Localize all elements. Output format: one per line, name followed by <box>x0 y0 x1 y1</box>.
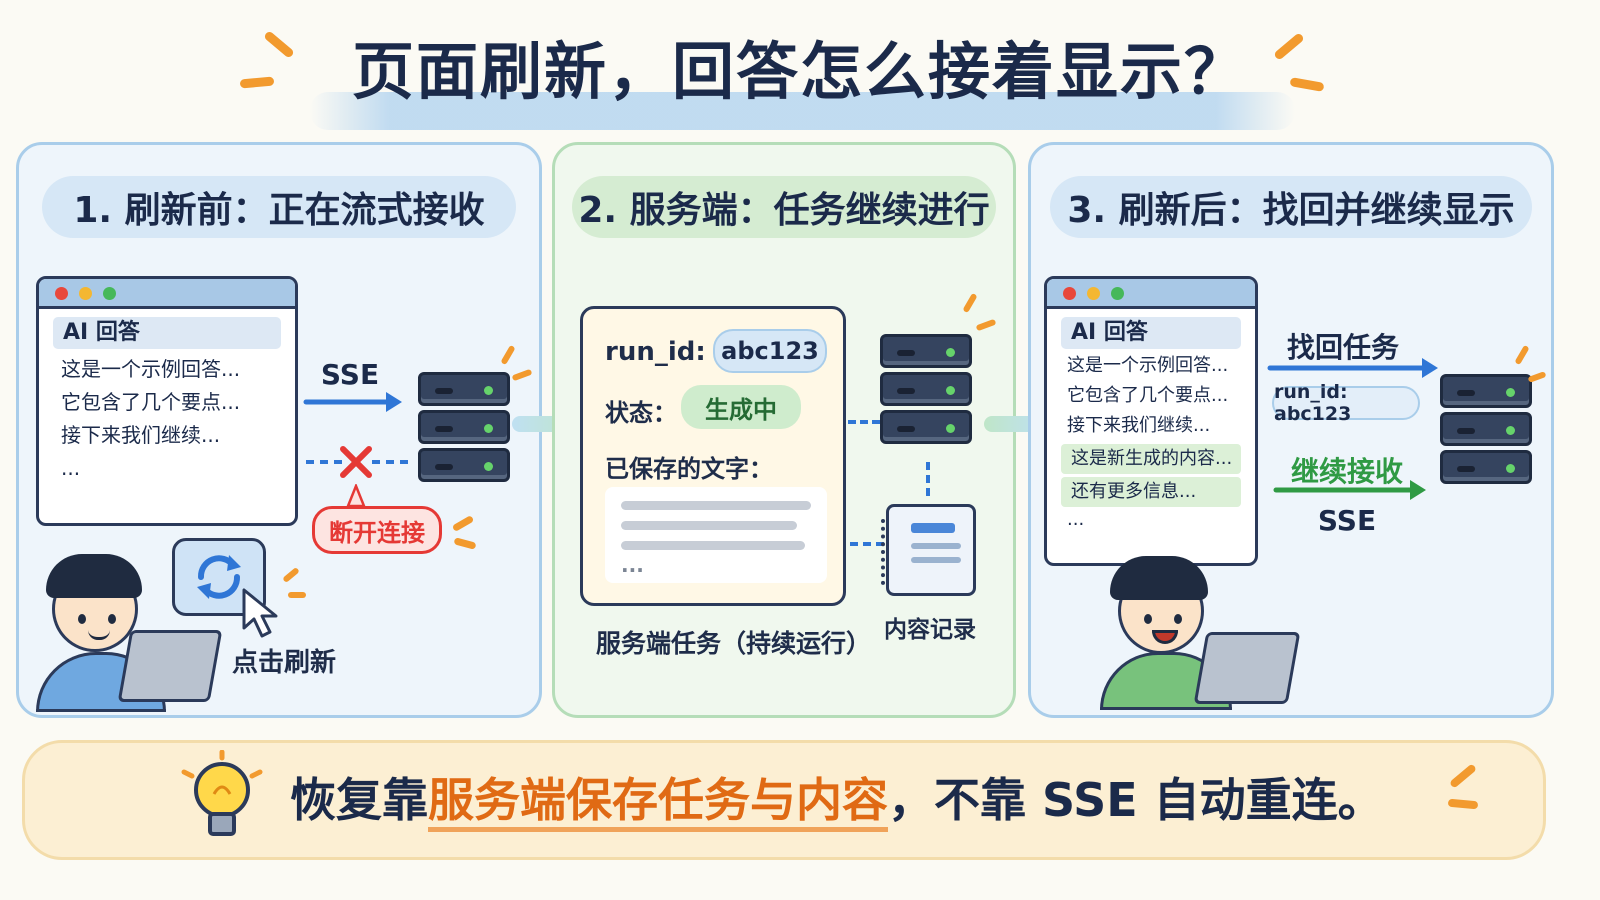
answer-ellipsis: ... <box>61 456 81 480</box>
user-avatar <box>1096 540 1306 710</box>
saved-text-box: ... <box>605 487 827 583</box>
dashed-link <box>848 420 880 424</box>
task-card: run_id: abc123 状态： 生成中 已保存的文字： ... <box>580 306 846 606</box>
recover-task-label: 找回任务 <box>1286 331 1399 364</box>
user-avatar <box>32 534 223 712</box>
continue-receive-label: 继续接收 <box>1290 455 1403 488</box>
sse-label: SSE <box>320 358 380 391</box>
conclusion-text: 恢复靠服务端保存任务与内容，不靠 SSE 自动重连。 <box>290 760 1440 840</box>
answer-ellipsis: ... <box>1067 509 1085 530</box>
run-id-value: abc123 <box>713 329 827 373</box>
sse-arrow-icon <box>303 392 402 412</box>
browser-window-after: AI 回答 这是一个示例回答... 它包含了几个要点... 接下来我们继续...… <box>1044 276 1258 566</box>
run-id-label: run_id: <box>605 337 706 367</box>
new-answer-line: 这是新生成的内容... <box>1061 444 1241 474</box>
answer-line: 接下来我们继续... <box>1067 415 1211 436</box>
status-badge: 生成中 <box>681 385 801 429</box>
maximize-dot-icon <box>103 287 116 300</box>
panel-1-heading: 1. 刷新前：正在流式接收 <box>42 176 516 238</box>
click-refresh-label: 点击刷新 <box>232 648 337 678</box>
conclusion-prefix: 恢复靠 <box>290 773 428 827</box>
conclusion-highlight: 服务端保存任务与内容 <box>428 773 888 832</box>
server-stack-icon <box>1440 374 1532 488</box>
laptop-icon <box>1193 632 1301 704</box>
conclusion-suffix: ，不靠 SSE 自动重连。 <box>888 773 1384 827</box>
sse-label: SSE <box>1317 504 1377 537</box>
lightbulb-icon <box>181 750 263 836</box>
minimize-dot-icon <box>1087 287 1100 300</box>
spark-decoration <box>263 30 295 59</box>
maximize-dot-icon <box>1111 287 1124 300</box>
spark-decoration <box>239 76 275 89</box>
page-title: 页面刷新，回答怎么接着显示？ <box>351 35 1248 108</box>
panel-3-heading: 3. 刷新后：找回并继续显示 <box>1050 176 1532 238</box>
ai-answer-header: AI 回答 <box>53 317 281 349</box>
browser-window-before: AI 回答 这是一个示例回答... 它包含了几个要点... 接下来我们继续...… <box>36 276 298 526</box>
server-stack-icon <box>418 372 510 486</box>
refresh-icon <box>197 555 241 599</box>
title-highlight <box>310 92 1295 130</box>
answer-line: 接下来我们继续... <box>61 423 221 447</box>
mouse-cursor-icon <box>242 588 278 638</box>
recover-arrow-icon <box>1267 358 1438 378</box>
dashed-link <box>926 462 930 496</box>
close-dot-icon <box>55 287 68 300</box>
saved-text-label: 已保存的文字： <box>605 455 773 483</box>
disconnect-x-icon <box>340 446 372 478</box>
spark-decoration <box>288 592 306 598</box>
browser-titlebar <box>1047 279 1255 309</box>
browser-titlebar <box>39 279 295 309</box>
broken-connection-line <box>372 460 408 464</box>
run-id-pill: run_id: abc123 <box>1272 381 1420 425</box>
server-stack-icon <box>880 334 972 448</box>
answer-line: 这是一个示例回答... <box>61 357 241 381</box>
laptop-icon <box>117 630 223 702</box>
content-record-label: 内容记录 <box>884 617 976 643</box>
answer-line: 它包含了几个要点... <box>61 390 241 414</box>
new-answer-line: 还有更多信息... <box>1061 477 1241 507</box>
status-label: 状态： <box>605 399 677 427</box>
server-task-caption: 服务端任务（持续运行） <box>596 629 872 658</box>
dashed-link <box>850 542 884 546</box>
notebook-icon <box>881 504 976 596</box>
ai-answer-header: AI 回答 <box>1061 317 1241 349</box>
pointer-triangle-icon <box>346 484 366 508</box>
panel-2-heading: 2. 服务端：任务继续进行 <box>572 176 996 238</box>
answer-line: 这是一个示例回答... <box>1067 355 1229 376</box>
minimize-dot-icon <box>79 287 92 300</box>
continue-arrow-icon <box>1273 480 1426 500</box>
conclusion-banner <box>22 740 1546 860</box>
disconnect-badge: 断开连接 <box>312 506 442 554</box>
broken-connection-line <box>306 460 342 464</box>
close-dot-icon <box>1063 287 1076 300</box>
answer-line: 它包含了几个要点... <box>1067 385 1229 406</box>
